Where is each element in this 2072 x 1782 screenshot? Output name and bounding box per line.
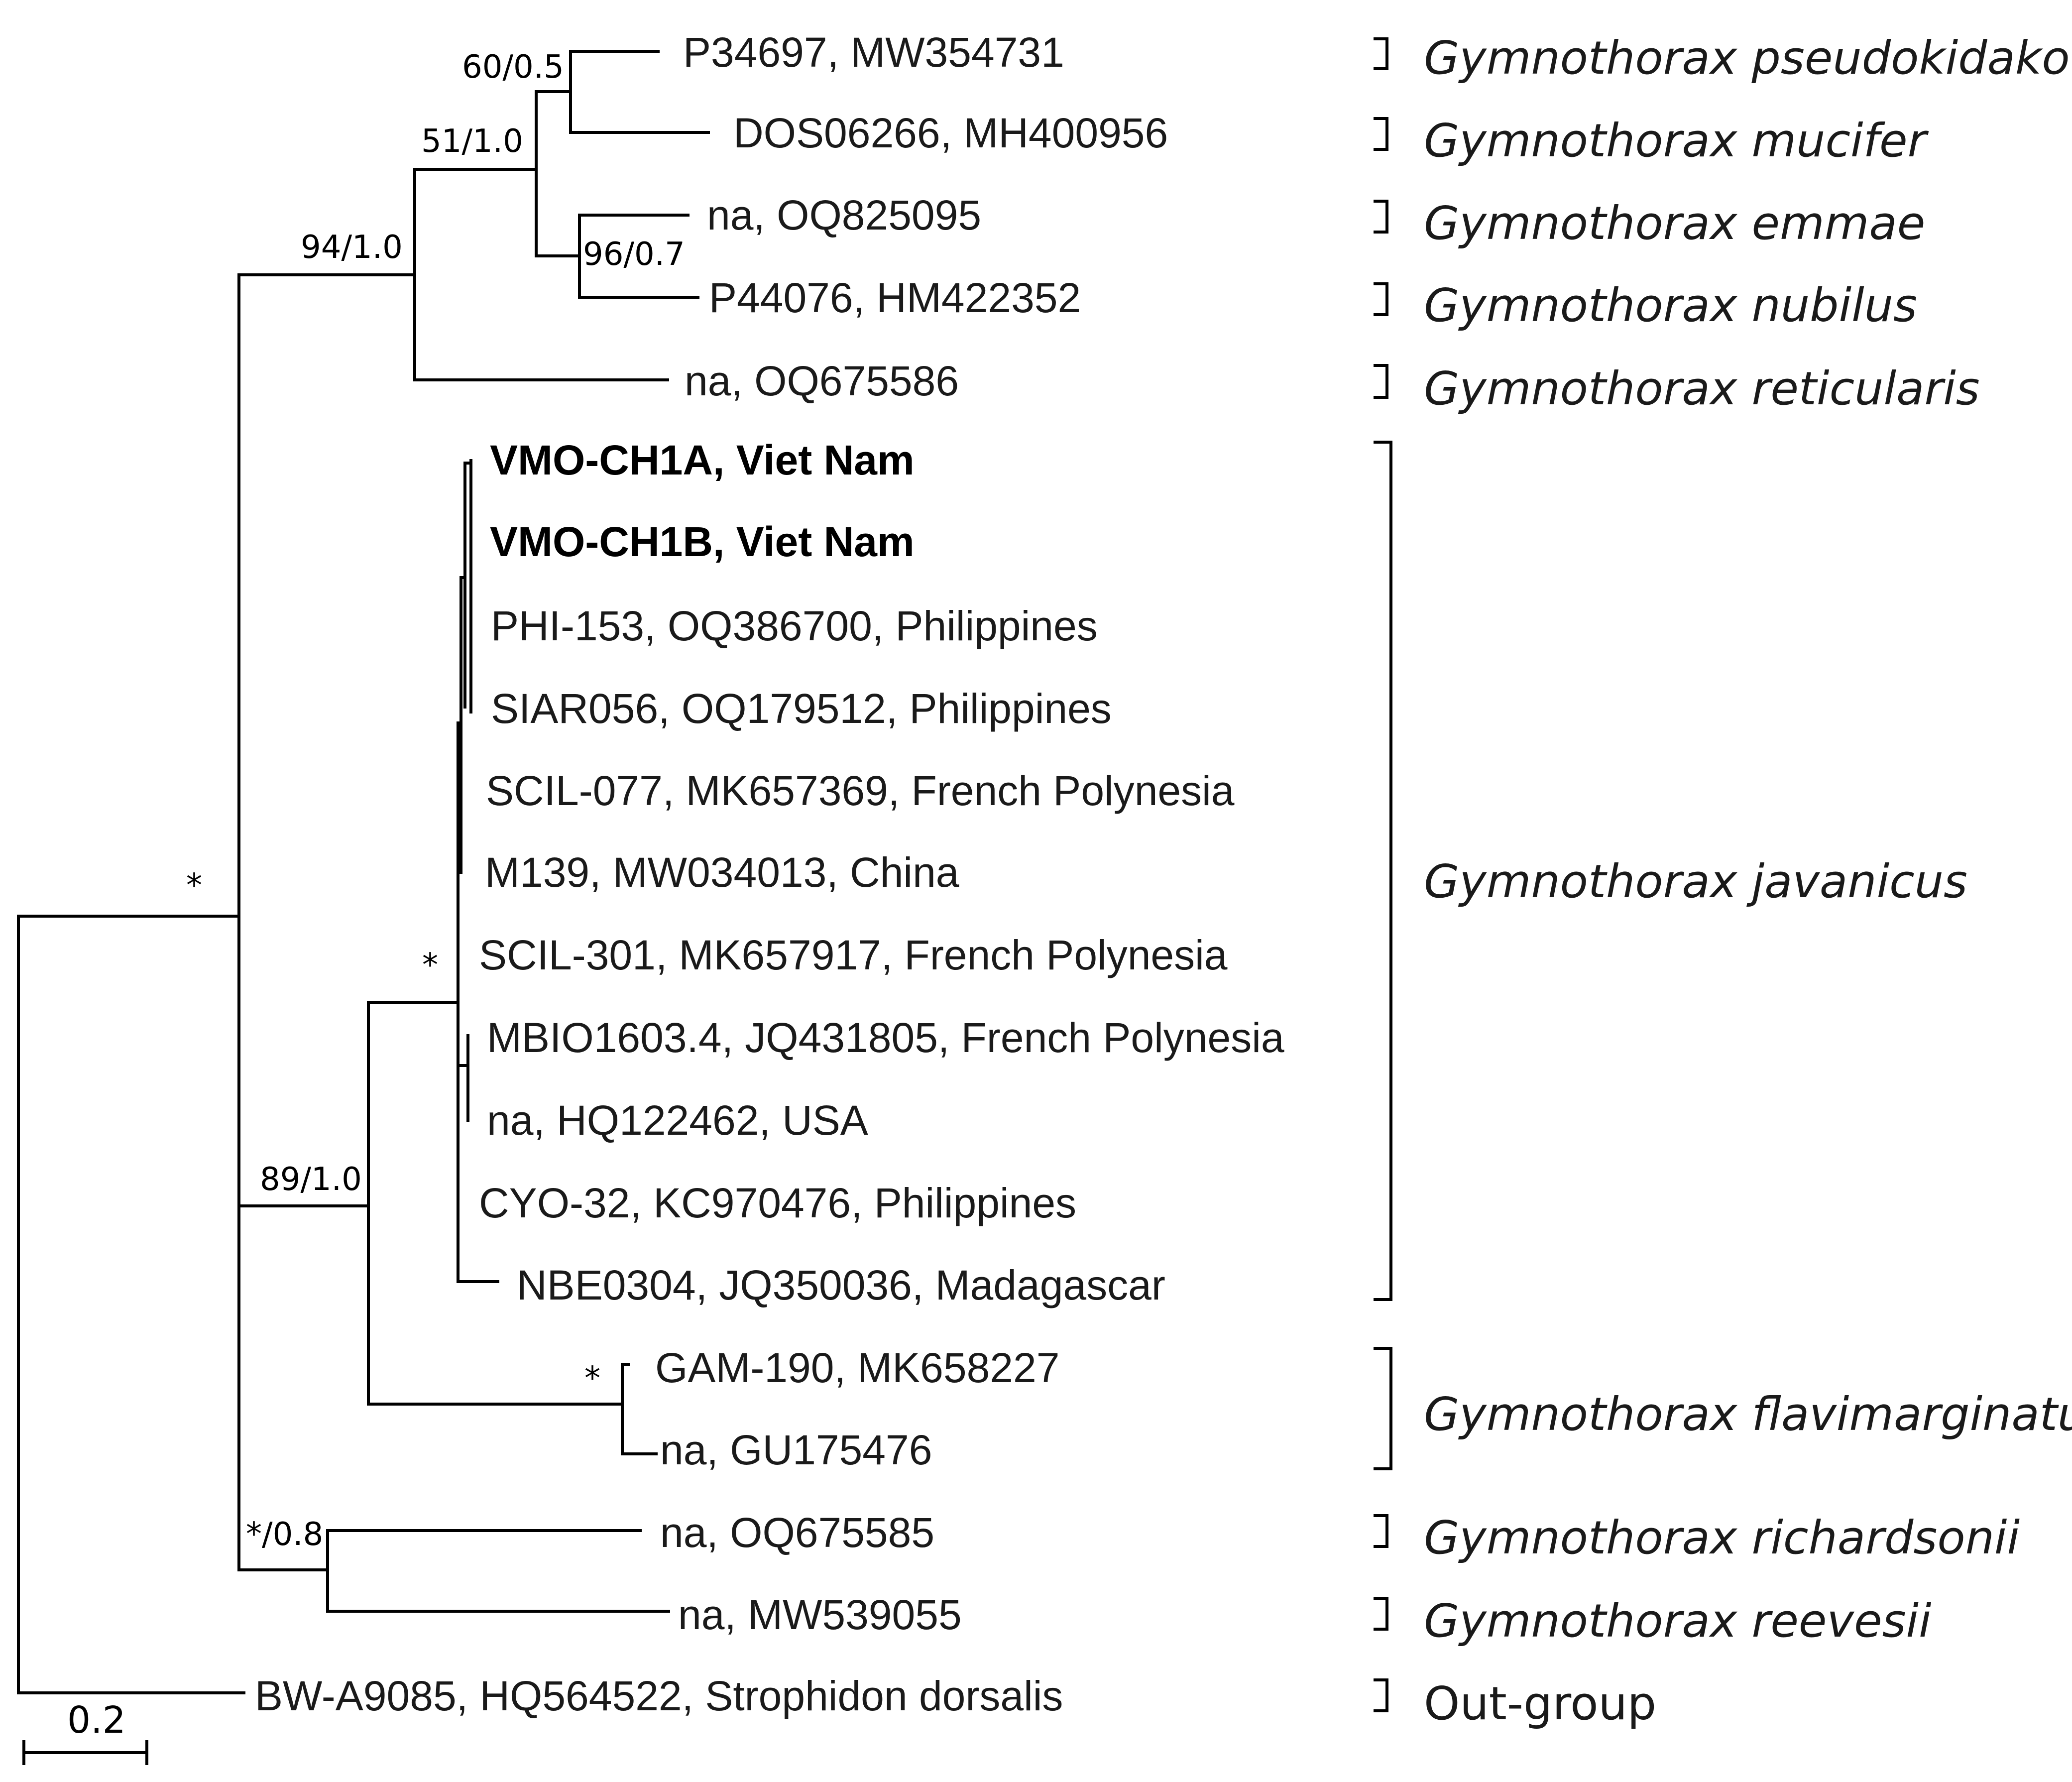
species-label: Gymnothorax mucifer [1424, 114, 1929, 167]
bracket-mucifer [1374, 117, 1388, 151]
support-label: 96/0.7 [583, 236, 685, 273]
species-label: Gymnothorax reevesii [1424, 1594, 1932, 1648]
scale-bar-label: 0.2 [67, 1699, 126, 1742]
tip-label: na, MW539055 [678, 1591, 962, 1638]
species-label: Gymnothorax emmae [1424, 197, 1925, 250]
tip-label: CYO-32, KC970476, Philippines [479, 1180, 1076, 1226]
species-label: Gymnothorax javanicus [1424, 855, 1967, 908]
bracket-emmae [1374, 200, 1388, 234]
species-label: Gymnothorax flavimarginatus [1424, 1388, 2072, 1441]
scale-bar: 0.2 [22, 1699, 148, 1765]
bracket-nubilus [1374, 282, 1388, 316]
bracket-flavimarginatus [1374, 1347, 1392, 1470]
tip-label: na, GU175476 [660, 1426, 932, 1473]
tip-label: NBE0304, JQ350036, Madagascar [517, 1262, 1165, 1308]
tip-labels: P34697, MW354731 DOS06266, MH400956 na, … [255, 29, 1284, 1719]
tip-label: SCIL-301, MK657917, French Polynesia [479, 932, 1228, 978]
support-label: 60/0.5 [462, 49, 564, 86]
support-label: * [584, 1360, 600, 1397]
tip-label: na, OQ825095 [707, 192, 981, 238]
species-label: Out-group [1424, 1677, 1656, 1730]
tip-label: GAM-190, MK658227 [655, 1344, 1059, 1391]
species-label: Gymnothorax pseudokidako [1424, 31, 2070, 85]
support-values: 60/0.5 51/1.0 96/0.7 94/1.0 * * 89/1.0 *… [186, 49, 685, 1553]
support-label: * [422, 947, 438, 984]
bracket-outgroup [1374, 1678, 1388, 1712]
bracket-javanicus [1374, 441, 1392, 1301]
tip-label: P34697, MW354731 [683, 29, 1064, 76]
support-label: 94/1.0 [301, 229, 403, 266]
tip-label-highlighted: VMO-CH1B, Viet Nam [490, 518, 915, 565]
tip-label: PHI-153, OQ386700, Philippines [491, 602, 1098, 649]
tip-label: na, OQ675585 [660, 1509, 934, 1556]
bracket-pseudokidako [1374, 37, 1388, 70]
tip-label: SIAR056, OQ179512, Philippines [491, 685, 1112, 732]
support-label: 51/1.0 [421, 123, 523, 160]
tip-label: na, OQ675586 [685, 357, 959, 404]
tip-label: BW-A9085, HQ564522, Strophidon dorsalis [255, 1672, 1063, 1719]
species-label: Gymnothorax reticularis [1424, 362, 1980, 415]
species-label: Gymnothorax richardsonii [1424, 1511, 2020, 1564]
tip-label: na, HQ122462, USA [487, 1097, 868, 1144]
tip-label: SCIL-077, MK657369, French Polynesia [486, 767, 1235, 814]
bracket-richardsonii [1374, 1514, 1388, 1548]
support-label: * [186, 867, 202, 904]
support-label: 89/1.0 [260, 1161, 362, 1198]
bracket-reevesii [1374, 1597, 1388, 1631]
tip-label: M139, MW034013, China [485, 849, 959, 896]
species-brackets [1374, 37, 1392, 1712]
bracket-reticularis [1374, 364, 1388, 399]
tree-branches [17, 50, 710, 1694]
species-label: Gymnothorax nubilus [1424, 279, 1917, 332]
species-group-labels: Gymnothorax pseudokidako Gymnothorax muc… [1424, 31, 2072, 1730]
support-label: */0.8 [246, 1516, 323, 1553]
tip-label: MBIO1603.4, JQ431805, French Polynesia [487, 1014, 1284, 1061]
tip-label: DOS06266, MH400956 [733, 110, 1168, 156]
tip-label-highlighted: VMO-CH1A, Viet Nam [490, 437, 915, 483]
tip-label: P44076, HM422352 [709, 274, 1081, 321]
